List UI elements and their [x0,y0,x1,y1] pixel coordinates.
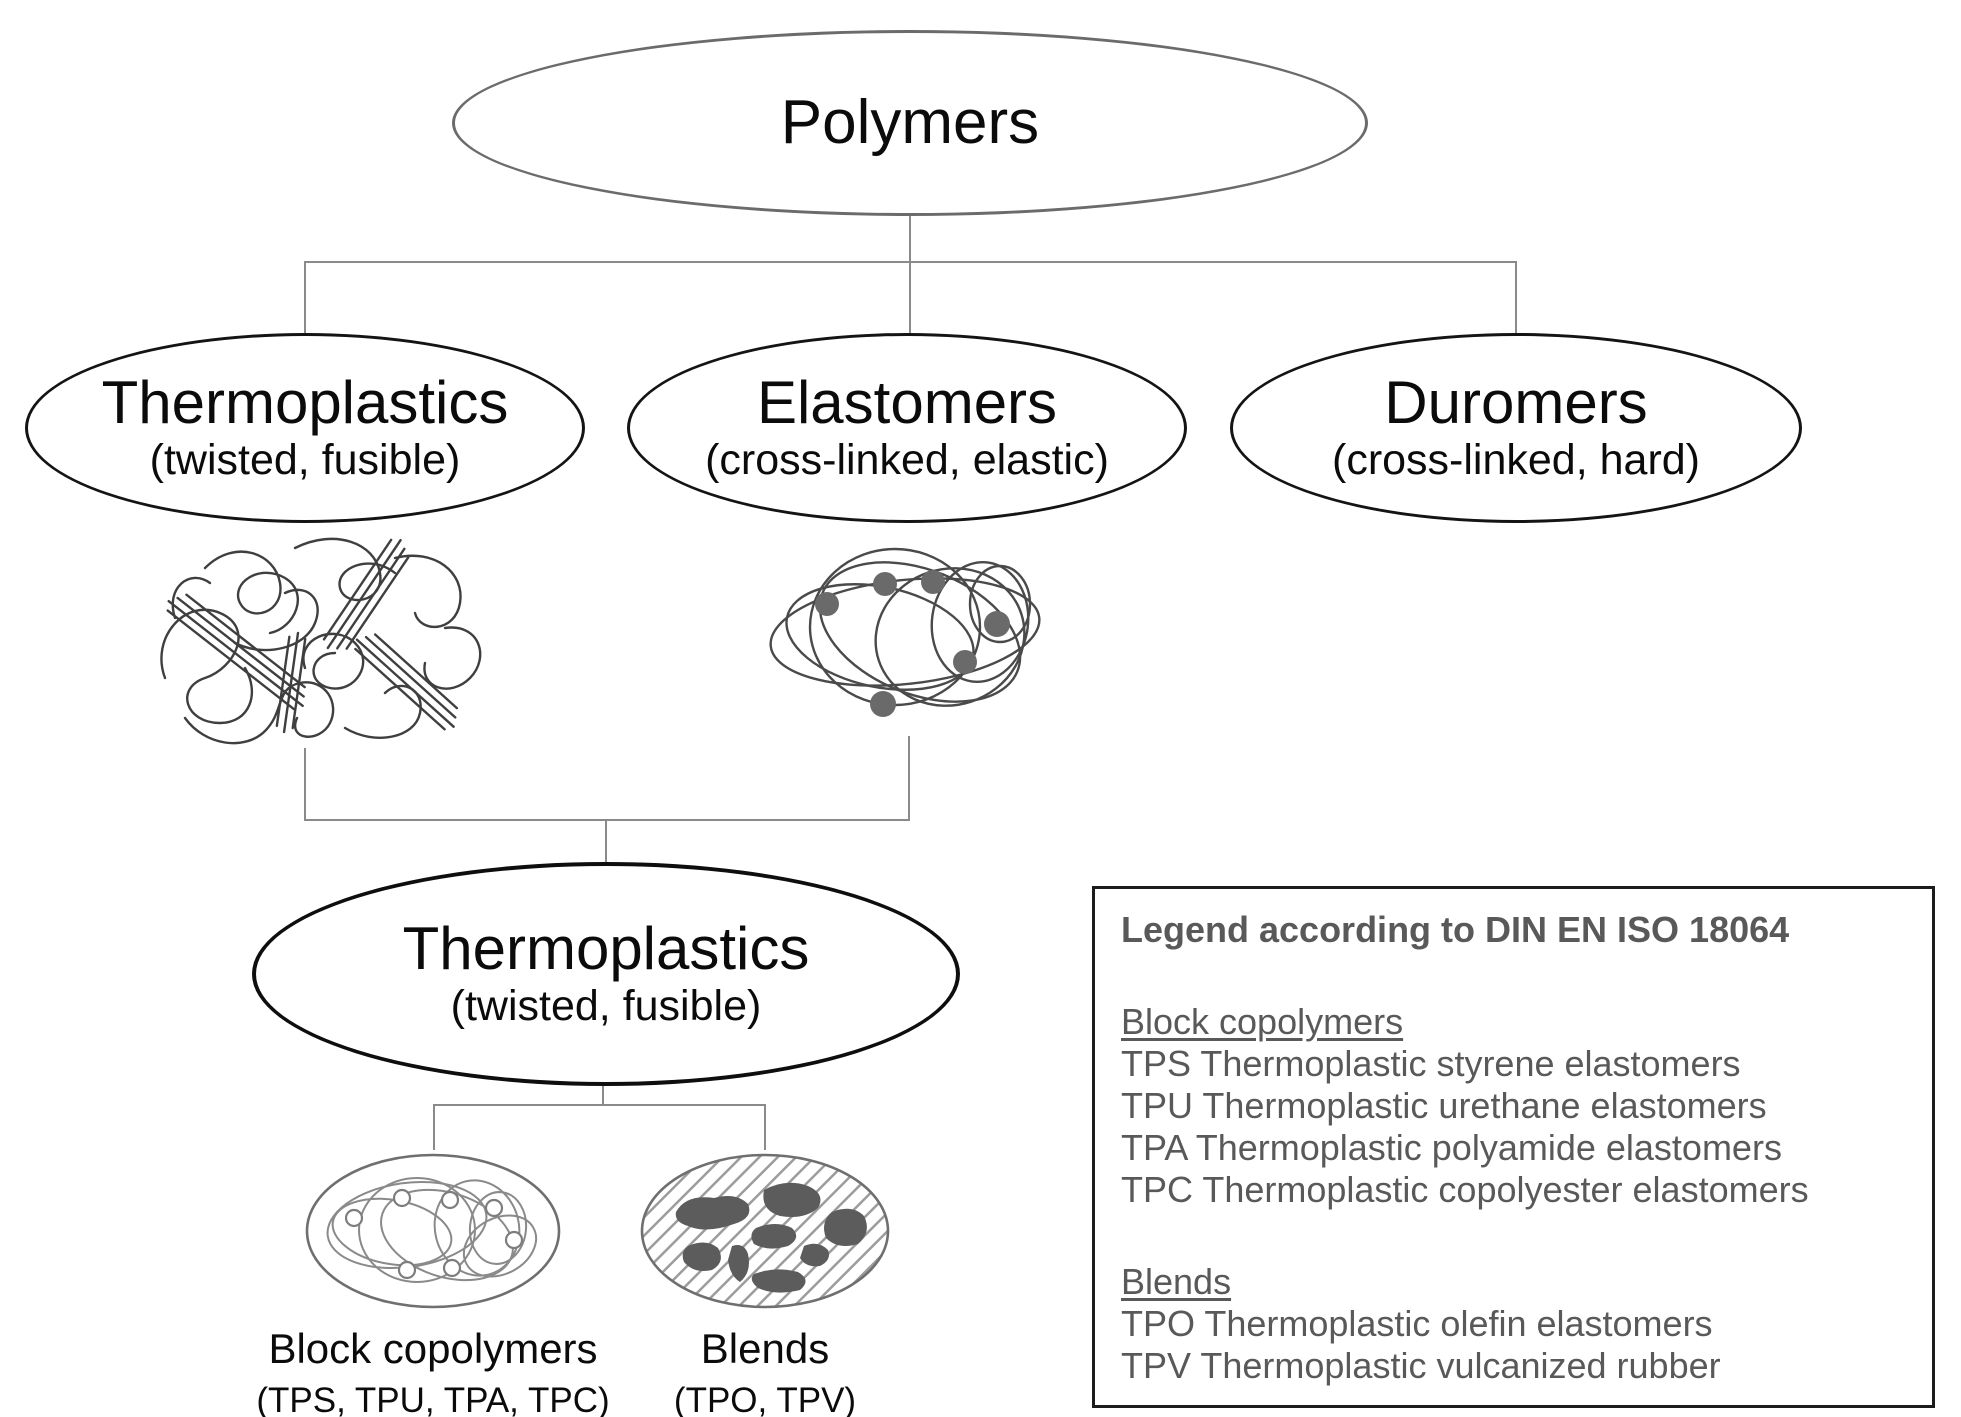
node-elastomers-label: Elastomers [756,368,1058,436]
connector-merge-stem [605,820,607,864]
caption-blends: Blends (TPO, TPV) [620,1325,910,1417]
node-thermoplastics-merged-label: Thermoplastics [402,914,810,982]
node-polymers-label: Polymers [780,87,1040,157]
node-thermoplastics-merged: Thermoplastics (twisted, fusible) [252,862,960,1086]
connector-root-stem [909,216,911,262]
legend-section-blends: Blends TPO Thermoplastic olefin elastome… [1121,1261,1906,1387]
connector-branch-left [304,261,306,333]
legend-title: Legend according to DIN EN ISO 18064 [1121,909,1790,950]
node-elastomers: Elastomers (cross-linked, elastic) [627,333,1187,523]
thermoplastic-chain-structure-icon [160,537,482,745]
connector-split-stem [602,1086,604,1106]
legend-box: Legend according to DIN EN ISO 18064 Blo… [1092,886,1935,1408]
legend-item-tpc: TPC Thermoplastic copolyester elastomers [1121,1169,1809,1210]
connector-split-left [433,1104,435,1150]
node-duromers: Duromers (cross-linked, hard) [1230,333,1802,523]
legend-section-block-copolymers: Block copolymers TPS Thermoplastic styre… [1121,1001,1906,1211]
legend-heading-block-copolymers: Block copolymers [1121,1001,1404,1042]
legend-item-tpo: TPO Thermoplastic olefin elastomers [1121,1303,1713,1344]
node-elastomers-sub: (cross-linked, elastic) [705,436,1109,485]
connector-split-bar [433,1104,766,1106]
caption-block-copolymers-sub: (TPS, TPU, TPA, TPC) [256,1381,610,1417]
legend-item-tps: TPS Thermoplastic styrene elastomers [1121,1043,1741,1084]
elastomer-network-structure-icon [769,547,1041,717]
caption-blends-label: Blends [700,1325,830,1372]
node-thermoplastics-sub: (twisted, fusible) [149,436,461,485]
legend-heading-blends: Blends [1121,1261,1232,1302]
blend-structure-icon [640,1153,890,1309]
node-thermoplastics-label: Thermoplastics [101,368,509,436]
caption-blends-sub: (TPO, TPV) [673,1381,857,1417]
legend-item-tpv: TPV Thermoplastic vulcanized rubber [1121,1345,1721,1386]
caption-block-copolymers: Block copolymers (TPS, TPU, TPA, TPC) [200,1325,666,1417]
caption-block-copolymers-label: Block copolymers [268,1325,598,1372]
connector-split-right [764,1104,766,1150]
node-polymers: Polymers [452,30,1368,216]
block-copolymer-structure-icon [305,1153,561,1309]
node-duromers-sub: (cross-linked, hard) [1332,436,1700,485]
legend-item-tpa: TPA Thermoplastic polyamide elastomers [1121,1127,1782,1168]
node-duromers-label: Duromers [1384,368,1648,436]
legend-item-tpu: TPU Thermoplastic urethane elastomers [1121,1085,1767,1126]
connector-merge-bar [304,819,910,821]
node-thermoplastics: Thermoplastics (twisted, fusible) [25,333,585,523]
connector-merge-left [304,748,306,821]
node-thermoplastics-merged-sub: (twisted, fusible) [450,982,762,1031]
connector-branch-right [1515,261,1517,333]
connector-branch-center [909,261,911,333]
connector-merge-right [908,736,910,821]
